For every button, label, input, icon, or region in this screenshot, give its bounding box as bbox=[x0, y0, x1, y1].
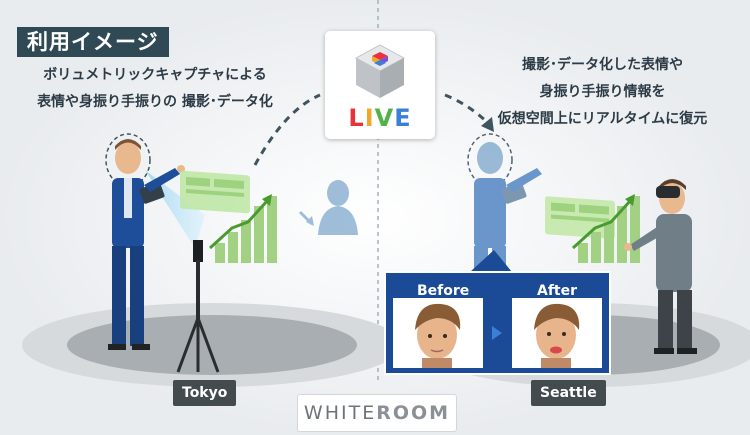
camera-tripod-icon bbox=[176, 240, 220, 373]
before-label: Before bbox=[417, 283, 470, 299]
brand-part-white: WHITE bbox=[303, 402, 377, 424]
growth-chart-icon bbox=[571, 194, 640, 263]
tokyo-description-line: ボリュメトリックキャプチャによる bbox=[43, 67, 267, 83]
live-letter: E bbox=[394, 104, 412, 132]
dashed-arrow-icon bbox=[444, 93, 492, 127]
seattle-description: 撮影･データ化した表情や 身振り手振り情報を 仮想空間上にリアルタイムに復元 bbox=[455, 52, 750, 133]
before-after-panel bbox=[384, 250, 611, 375]
arrowhead-icon bbox=[481, 117, 494, 132]
dashed-arrow-icon bbox=[253, 93, 321, 166]
live-logo-card: LIVE bbox=[325, 31, 435, 139]
whiteroom-brand-logo: WHITEROOM bbox=[297, 394, 457, 432]
seattle-description-line: 撮影･データ化した表情や bbox=[522, 57, 683, 73]
tokyo-description: ボリュメトリックキャプチャによる 表情や身振り手振りの 撮影･データ化 bbox=[0, 62, 310, 116]
tokyo-presenter bbox=[105, 133, 185, 350]
seattle-description-line: 身振り手振り情報を bbox=[539, 84, 666, 100]
page-title: 利用イメージ bbox=[17, 27, 169, 57]
brand-part-room: ROOM bbox=[376, 402, 451, 424]
floating-data-panel-left bbox=[180, 170, 250, 214]
live-cube-icon bbox=[354, 44, 406, 98]
location-label-tokyo: Tokyo bbox=[173, 380, 237, 406]
play-triangle-icon bbox=[492, 326, 502, 340]
live-letter: L bbox=[348, 104, 365, 132]
tokyo-description-line: 表情や身振り手振りの 撮影･データ化 bbox=[37, 94, 273, 110]
live-letter: I bbox=[364, 104, 375, 132]
after-label: After bbox=[537, 283, 578, 299]
seattle-description-line: 仮想空間上にリアルタイムに復元 bbox=[497, 111, 708, 127]
growth-chart-icon bbox=[208, 194, 277, 263]
remote-viewer-bust bbox=[298, 180, 358, 235]
live-letter: V bbox=[374, 104, 395, 132]
live-logo-text: LIVE bbox=[325, 104, 435, 132]
vr-headset-viewer bbox=[624, 179, 697, 354]
location-label-seattle: Seattle bbox=[531, 380, 606, 406]
